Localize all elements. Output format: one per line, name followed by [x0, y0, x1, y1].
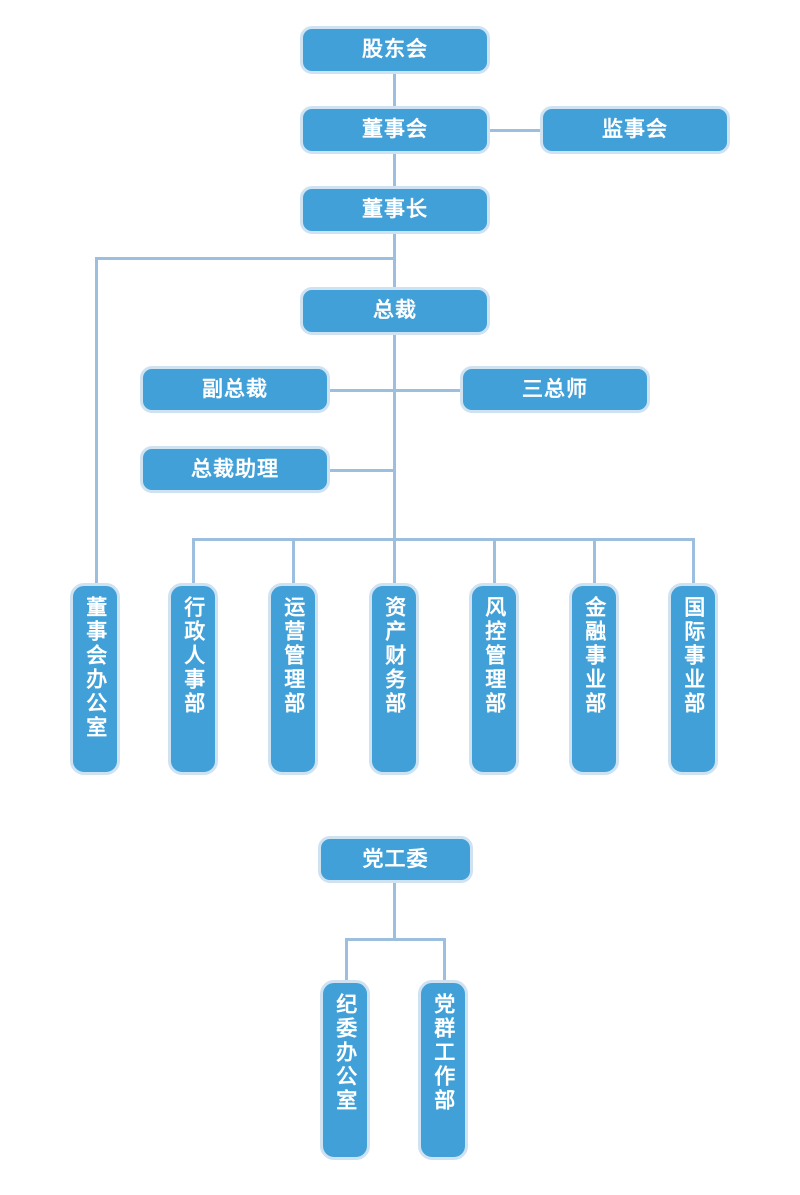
node-board-of-directors[interactable]: 董事会	[300, 106, 490, 154]
node-board-office-label: 董事会办公室	[83, 596, 108, 740]
connector-drop-discipline-office	[345, 938, 348, 980]
connector-president-trunk	[393, 334, 396, 540]
connector-drop-party-mass-work	[443, 938, 446, 980]
connector-drop-admin-hr	[192, 538, 195, 585]
node-party-working-committee[interactable]: 党工委	[318, 836, 473, 883]
connector-board-to-chairman	[393, 154, 396, 188]
node-international-business-unit-label: 国际事业部	[681, 596, 706, 716]
node-party-mass-work-dept[interactable]: 党群工作部	[418, 980, 468, 1160]
node-financial-business-unit-label: 金融事业部	[582, 596, 607, 716]
node-international-business-unit[interactable]: 国际事业部	[668, 583, 718, 775]
node-three-chief-engineers[interactable]: 三总师	[460, 366, 650, 413]
node-shareholders-meeting[interactable]: 股东会	[300, 26, 490, 74]
node-admin-hr-dept[interactable]: 行政人事部	[168, 583, 218, 775]
node-vice-president[interactable]: 副总裁	[140, 366, 330, 413]
connector-vice-president-to-trunk	[328, 389, 396, 392]
connector-three-chiefs-to-trunk	[393, 389, 461, 392]
node-financial-business-unit[interactable]: 金融事业部	[569, 583, 619, 775]
node-admin-hr-dept-label: 行政人事部	[181, 596, 206, 716]
connector-shareholders-to-board	[393, 74, 396, 108]
connector-chairman-trunk	[393, 234, 396, 290]
connector-drop-asset-finance	[393, 538, 396, 585]
node-chairman[interactable]: 董事长	[300, 186, 490, 234]
connector-drop-international-unit	[692, 538, 695, 585]
node-discipline-office-label: 纪委办公室	[333, 993, 358, 1113]
connector-board-to-supervisors	[490, 129, 542, 132]
node-asset-finance-dept[interactable]: 资产财务部	[369, 583, 419, 775]
node-president-assistant[interactable]: 总裁助理	[140, 446, 330, 493]
node-operations-mgmt-dept-label: 运营管理部	[281, 596, 306, 716]
node-party-mass-work-dept-label: 党群工作部	[431, 993, 456, 1113]
connector-party-bus	[345, 938, 445, 941]
connector-chairman-to-board-office-vertical	[95, 257, 98, 585]
connector-chairman-to-board-office-horizontal	[95, 257, 395, 260]
node-operations-mgmt-dept[interactable]: 运营管理部	[268, 583, 318, 775]
node-president[interactable]: 总裁	[300, 287, 490, 335]
connector-department-bus	[192, 538, 695, 541]
node-risk-control-dept-label: 风控管理部	[482, 596, 507, 716]
connector-drop-operations	[292, 538, 295, 585]
connector-party-trunk	[393, 883, 396, 939]
connector-drop-risk-control	[493, 538, 496, 585]
connector-president-assistant-to-trunk	[328, 469, 396, 472]
connector-drop-financial-unit	[593, 538, 596, 585]
node-discipline-office[interactable]: 纪委办公室	[320, 980, 370, 1160]
node-risk-control-dept[interactable]: 风控管理部	[469, 583, 519, 775]
node-asset-finance-dept-label: 资产财务部	[382, 596, 407, 716]
node-board-office[interactable]: 董事会办公室	[70, 583, 120, 775]
node-board-of-supervisors[interactable]: 监事会	[540, 106, 730, 154]
